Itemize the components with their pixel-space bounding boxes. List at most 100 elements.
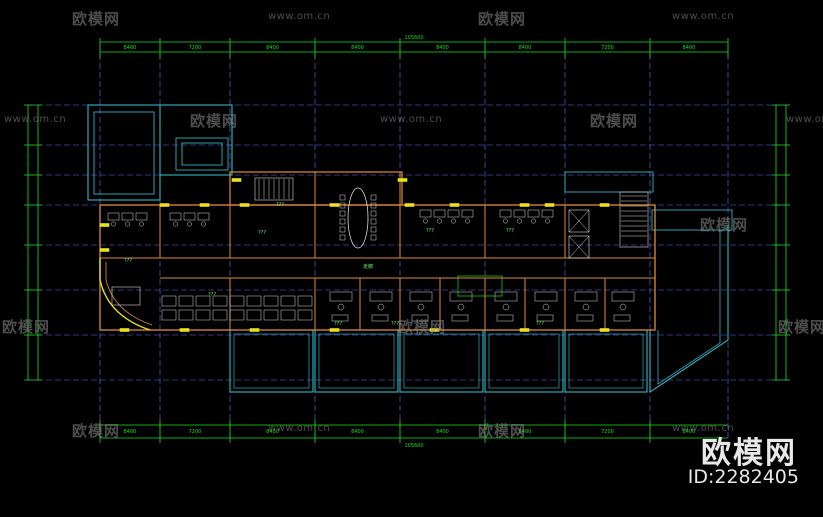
dim-label-bottom-4: 8400: [436, 429, 449, 435]
dim-label-bottom-5: 8400: [519, 429, 532, 435]
office-b-desk-2: [527, 209, 540, 218]
office-a-desk-1: [433, 209, 446, 218]
meeting-chair-l-2: [339, 210, 346, 217]
meeting-chair-l-5: [339, 234, 346, 241]
watermark-site-2: www.om.cn: [4, 114, 67, 125]
room-tag-3: ???: [208, 292, 216, 298]
stair-1: [254, 177, 294, 201]
roof-outline-left-inner: [93, 111, 155, 195]
watermark-brand-9: 欧模网: [478, 422, 527, 440]
watermark-brand-6: 欧模网: [398, 318, 447, 336]
door-mark-19: [231, 178, 242, 182]
open-desk-0-2: [195, 295, 211, 307]
door-mark-0: [159, 203, 170, 207]
roof-skylight: [175, 137, 229, 171]
door-mark-13: [429, 328, 440, 332]
office-a-chair-0: [423, 218, 428, 224]
door-mark-5: [449, 203, 460, 207]
meeting-table: [347, 187, 369, 249]
meeting-chair-l-4: [339, 226, 346, 233]
office-left-chair-1: [125, 221, 130, 227]
private-office-sofa-0: [331, 314, 349, 322]
lower-bay-inner-3: [488, 333, 560, 389]
private-office-chair-5: [542, 303, 550, 311]
lower-bay-4: [564, 329, 648, 393]
room-tag-8: ???: [276, 202, 284, 208]
watermark-site-1: www.om.cn: [672, 11, 735, 22]
private-office-desk-3: [449, 291, 473, 302]
door-mark-7: [544, 203, 555, 207]
meeting-chair-l-3: [339, 218, 346, 225]
watermark-site-0: www.om.cn: [268, 11, 331, 22]
dim-label-bottom-7: 8400: [683, 429, 696, 435]
stair-2: [619, 191, 649, 248]
private-office-chair-0: [337, 303, 345, 311]
watermark-brand-2: 欧模网: [190, 112, 239, 130]
dim-label-top-5: 8400: [519, 45, 532, 51]
office-left-2-desk-2: [197, 212, 210, 221]
door-mark-14: [519, 328, 530, 332]
open-desk-1-7: [280, 309, 296, 321]
door-mark-15: [599, 328, 610, 332]
private-office-sofa-6: [576, 314, 594, 322]
dim-label-top-2: 8400: [266, 45, 279, 51]
private-office-chair-2: [417, 303, 425, 311]
open-desk-0-7: [280, 295, 296, 307]
corner-brand-logo: 欧模网: [701, 436, 797, 471]
room-tag-7: ???: [391, 321, 399, 327]
office-a-desk-0: [419, 209, 432, 218]
dim-label-bottom-6: 7200: [601, 429, 614, 435]
office-left-2-chair-0: [173, 221, 178, 227]
open-desk-0-0: [161, 295, 177, 307]
meeting-chair-r-2: [370, 210, 377, 217]
watermark-brand-8: 欧模网: [72, 422, 121, 440]
lower-bay-inner-1: [318, 333, 395, 389]
meeting-chair-r-3: [370, 218, 377, 225]
office-left-2-chair-1: [187, 221, 192, 227]
meeting-chair-r-1: [370, 202, 377, 209]
door-mark-11: [249, 328, 260, 332]
private-office-chair-7: [619, 303, 627, 311]
private-office-sofa-7: [613, 314, 631, 322]
roof-outline-left: [87, 104, 161, 201]
dim-label-top-7: 8400: [683, 45, 696, 51]
corridor-label: 走廊: [363, 263, 373, 270]
lower-bay-3: [484, 329, 564, 393]
office-b-chair-0: [503, 218, 508, 224]
door-mark-16: [99, 223, 110, 227]
dim-label-bottom-0: 8400: [124, 429, 137, 435]
meeting-chair-r-5: [370, 234, 377, 241]
watermark-brand-4: 欧模网: [700, 216, 749, 234]
open-desk-0-5: [246, 295, 262, 307]
office-b-chair-2: [531, 218, 536, 224]
lower-bay-1: [314, 329, 399, 393]
elevator-2: [568, 235, 590, 259]
open-desk-0-1: [178, 295, 194, 307]
wall-upper-block: [229, 171, 403, 206]
office-b-chair-3: [545, 218, 550, 224]
elevator-1-x2: [568, 209, 590, 233]
elevator-1: [568, 209, 590, 233]
reception-desk: [457, 275, 503, 297]
meeting-chair-r-0: [370, 194, 377, 201]
watermark-brand-5: 欧模网: [2, 318, 51, 336]
private-office-sofa-5: [536, 314, 554, 322]
private-office-chair-6: [582, 303, 590, 311]
dim-label-top-6: 7200: [601, 45, 614, 51]
lower-bay-inner-0: [233, 333, 310, 389]
door-mark-8: [599, 203, 610, 207]
room-tag-6: ???: [536, 321, 544, 327]
room-tag-1: ???: [506, 228, 514, 234]
open-desk-1-0: [161, 309, 177, 321]
watermark-brand-1: 欧模网: [478, 10, 527, 28]
office-a-desk-3: [461, 209, 474, 218]
private-office-desk-4: [494, 291, 518, 302]
private-office-desk-5: [534, 291, 558, 302]
exterior-wall-main: [99, 204, 656, 331]
open-desk-0-8: [297, 295, 313, 307]
curved-corner-wall: [99, 258, 151, 331]
room-tag-0: ???: [426, 228, 434, 234]
room-tag-2: ???: [124, 258, 132, 264]
private-office-desk-1: [369, 291, 393, 302]
